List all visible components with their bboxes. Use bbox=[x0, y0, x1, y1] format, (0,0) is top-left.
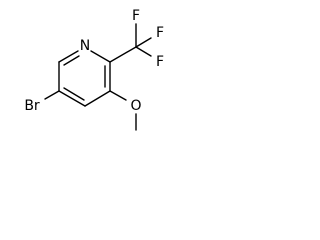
atom-label-bromine: Br bbox=[24, 98, 40, 114]
bond-cf3-f-lower-right bbox=[135, 46, 152, 57]
bond-c3-o bbox=[109, 90, 127, 101]
bond-c2-cf3 bbox=[109, 46, 137, 63]
bond-cf3-f-upper-right bbox=[135, 37, 152, 48]
atom-label-nitrogen: N bbox=[80, 38, 90, 54]
atom-labels: N Br O F F F bbox=[24, 8, 164, 114]
bond-c4-c5 bbox=[58, 90, 86, 107]
bond-n-c2 bbox=[90, 50, 111, 63]
bond-c5-br bbox=[44, 90, 60, 100]
ring-bonds bbox=[58, 50, 111, 107]
atom-label-fluorine-lower-right: F bbox=[156, 54, 164, 70]
chemical-structure: N Br O F F F bbox=[24, 8, 164, 131]
bond-c6-n-inner bbox=[63, 55, 80, 66]
atom-label-fluorine-top: F bbox=[132, 8, 140, 24]
substituent-bonds bbox=[44, 23, 152, 131]
atom-label-fluorine-upper-right: F bbox=[156, 25, 164, 41]
bond-c6-n bbox=[58, 50, 79, 63]
bond-c3-c4 bbox=[84, 90, 111, 107]
atom-label-oxygen: O bbox=[130, 98, 141, 114]
bond-c4-c5-inner bbox=[63, 87, 85, 101]
